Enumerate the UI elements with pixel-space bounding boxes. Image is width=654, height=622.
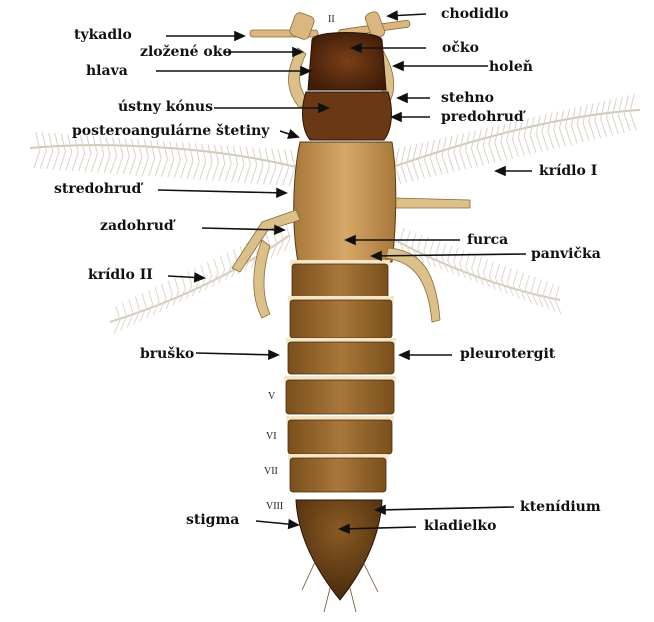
- arrowhead: [288, 130, 298, 138]
- arrowhead: [496, 167, 505, 175]
- arrowhead: [289, 520, 298, 528]
- arrowhead: [400, 351, 409, 359]
- segment-label-vi: VI: [266, 431, 277, 443]
- wing-left-fore: [30, 132, 300, 186]
- label-hlava: hlava: [86, 63, 128, 79]
- label-pleurotergit: pleurotergit: [460, 346, 555, 362]
- abdomen-segment: [290, 300, 392, 338]
- arrowhead: [392, 113, 401, 121]
- head: [308, 33, 386, 91]
- label-posteroangularne-stetiny: posteroangulárne štetiny: [72, 123, 269, 139]
- label-tykadlo: tykadlo: [74, 27, 132, 43]
- arrowhead: [277, 189, 286, 197]
- leader-line: [196, 353, 278, 355]
- label-stehno: stehno: [441, 90, 494, 106]
- label-ktenidium: ktenídium: [520, 499, 601, 515]
- abdomen: [284, 260, 396, 492]
- arrowhead: [195, 274, 204, 282]
- abdomen-segment: [292, 264, 388, 300]
- label-stigma: stigma: [186, 512, 239, 528]
- abdomen-segment: [288, 342, 394, 374]
- pterothorax: [294, 142, 396, 262]
- segment-label-v: V: [268, 391, 275, 403]
- label-furca: furca: [467, 232, 508, 248]
- arrowhead: [394, 62, 403, 70]
- arrowhead: [269, 351, 278, 359]
- label-zadohrud: zadohruď: [100, 218, 174, 234]
- label-stredohrud: stredohruď: [54, 181, 141, 197]
- segment-label-vii: VII: [264, 466, 278, 478]
- label-predohrud: predohruď: [441, 109, 524, 125]
- label-holen: holeň: [489, 59, 533, 75]
- abdomen-segment: [290, 458, 386, 492]
- arrowhead: [235, 32, 244, 40]
- label-zlozene-oko: zložené oko: [140, 44, 232, 60]
- label-brusko: bruško: [140, 346, 194, 362]
- label-kladielko: kladielko: [424, 518, 496, 534]
- label-panvicka: panvička: [531, 246, 601, 262]
- leader-line: [376, 507, 514, 510]
- arrowhead: [301, 67, 310, 75]
- label-kridlo-i: krídlo I: [539, 163, 597, 179]
- arrowhead: [388, 12, 397, 20]
- label-chodidlo: chodidlo: [441, 6, 509, 22]
- abdomen-segment: [286, 380, 394, 414]
- leader-line: [158, 190, 286, 193]
- arrowhead: [275, 226, 284, 234]
- prothorax: [303, 92, 392, 140]
- abdomen-segment: [288, 420, 392, 454]
- arrowhead: [398, 94, 407, 102]
- label-ustny-konus: ústny kónus: [118, 99, 213, 115]
- segment-label-ii: II: [328, 14, 335, 26]
- label-kridlo-ii: krídlo II: [88, 267, 153, 283]
- segment-label-viii: VIII: [266, 501, 283, 513]
- abdomen-tip: [296, 500, 382, 600]
- label-ocko: očko: [442, 40, 479, 56]
